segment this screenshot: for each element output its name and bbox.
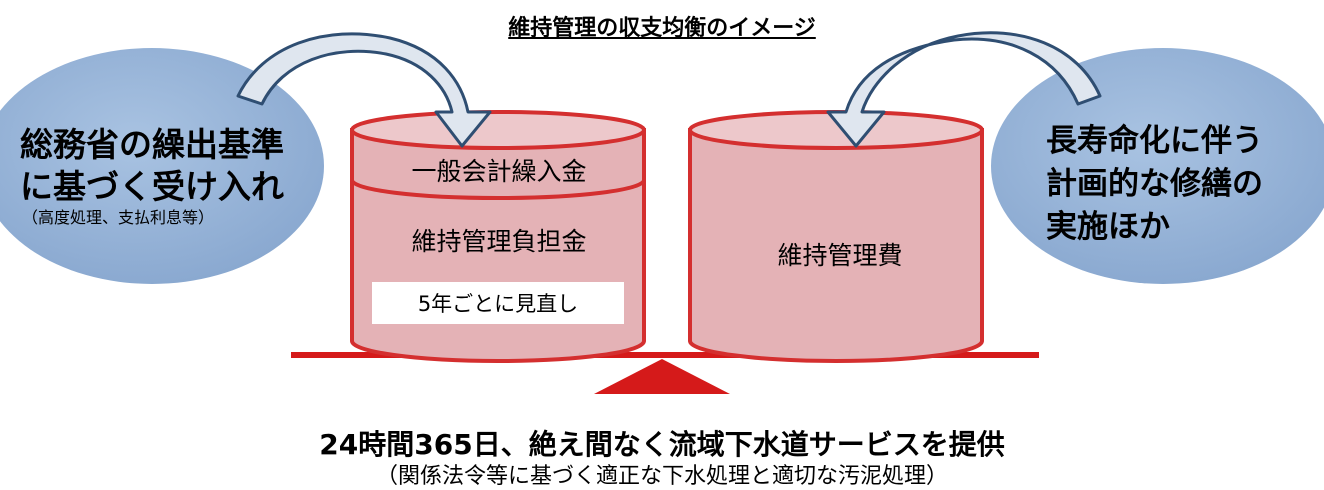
general-account-transfer-label: 一般会計繰入金 bbox=[411, 157, 587, 186]
right-bubble bbox=[991, 48, 1324, 284]
review-note-box: 5年ごとに見直し bbox=[372, 282, 624, 324]
right-bubble-line1: 長寿命化に伴う bbox=[1046, 123, 1263, 159]
maintenance-contribution-label: 維持管理負担金 bbox=[411, 227, 587, 256]
diagram-title: 維持管理の収支均衡のイメージ bbox=[508, 16, 816, 41]
maintenance-cost-label: 維持管理費 bbox=[777, 241, 903, 270]
inflow-arrow bbox=[236, 32, 492, 148]
left-bubble-note: （高度処理、支払利息等） bbox=[22, 208, 215, 227]
service-statement-note: （関係法令等に基づく適正な下水処理と適切な汚泥処理） bbox=[375, 464, 948, 489]
left-bubble-line2: に基づく受け入れ bbox=[20, 167, 284, 206]
right-bubble-line3: 実施ほか bbox=[1046, 209, 1170, 245]
right-cylinder bbox=[688, 110, 984, 363]
left-bubble-line1: 総務省の繰出基準 bbox=[20, 125, 284, 164]
right-bubble-line2: 計画的な修繕の bbox=[1046, 166, 1263, 202]
left-bubble bbox=[0, 48, 324, 284]
scale-fulcrum bbox=[594, 359, 730, 394]
service-statement: 24時間365日、絶え間なく流域下水道サービスを提供 bbox=[319, 428, 1005, 461]
outflow-arrow bbox=[826, 31, 1102, 148]
scale-beam bbox=[291, 352, 1039, 358]
